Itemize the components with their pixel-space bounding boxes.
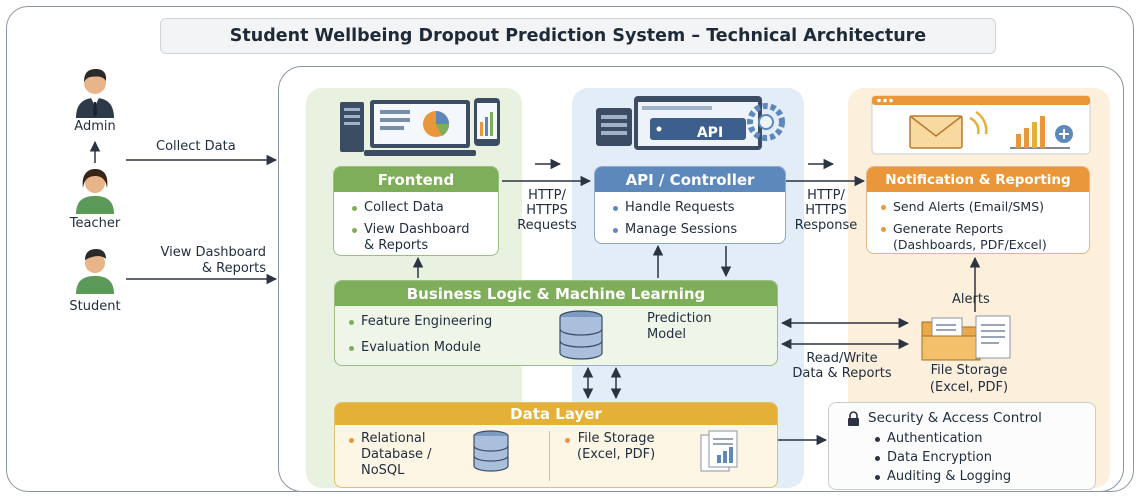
list-item: Auditing & Logging [875,469,1011,485]
student-label: Student [69,299,121,314]
lock-icon [848,410,859,426]
list-item: Evaluation Module [349,340,492,356]
prediction-model-label: Prediction Model [647,311,712,342]
data-layer-divider [549,431,550,481]
http-requests-label: HTTP/ HTTPS Requests [517,188,577,233]
api-controller-box: API / Controller Handle Requests Manage … [594,166,786,244]
relational-db-item: Relational Database / NoSQL [349,431,432,479]
business-logic-box: Business Logic & Machine Learning Featur… [334,280,778,366]
diagram-title: Student Wellbeing Dropout Prediction Sys… [160,18,996,54]
data-layer-header: Data Layer [335,403,777,425]
admin-label: Admin [74,119,116,134]
alerts-label: Alerts [952,292,990,307]
frontend-computer-icon [340,98,500,156]
security-list: Authentication Data Encryption Auditing … [875,431,1011,488]
list-item: Send Alerts (Email/SMS) [881,199,1085,215]
security-box: Security & Access Control Authentication… [828,402,1096,490]
frontend-list: Collect Data View Dashboard & Reports [334,192,498,254]
file-storage-item: File Storage (Excel, PDF) [565,431,655,463]
list-item: Collect Data [352,200,492,216]
notification-reporting-header: Notification & Reporting [867,167,1089,192]
view-dashboard-flow-label: View Dashboard & Reports [160,245,266,276]
frontend-box: Frontend Collect Data View Dashboard & R… [333,166,499,256]
admin-icon [76,69,114,118]
frontend-header: Frontend [334,167,498,192]
list-item: Generate Reports(Dashboards, PDF/Excel) [881,221,1085,253]
list-item: Handle Requests [613,200,779,216]
list-item: View Dashboard & Reports [352,222,492,254]
security-title-row: Security & Access Control [847,410,1042,426]
api-controller-header: API / Controller [595,167,785,192]
list-item: Authentication [875,431,1011,447]
file-storage-folder-icon [921,315,1011,361]
collect-data-flow-label: Collect Data [156,139,236,154]
api-server-icon [596,96,785,150]
read-write-label: Read/Write Data & Reports [792,351,892,381]
api-controller-list: Handle Requests Manage Sessions [595,192,785,238]
file-storage-label: File Storage (Excel, PDF) [929,363,1009,395]
http-response-label: HTTP/ HTTPS Response [794,188,858,233]
list-item: Manage Sessions [613,222,779,238]
business-logic-list: Feature Engineering Evaluation Module [349,314,492,362]
notification-reporting-box: Notification & Reporting Send Alerts (Em… [866,166,1090,254]
api-badge: API [696,125,724,141]
business-logic-header: Business Logic & Machine Learning [335,281,777,306]
list-item: Feature Engineering [349,314,492,330]
notification-list: Send Alerts (Email/SMS) Generate Reports… [867,192,1089,253]
student-icon [76,249,114,294]
system-boundary [278,66,1124,492]
list-item: Data Encryption [875,450,1011,466]
security-header: Security & Access Control [868,410,1042,426]
file-report-icon [700,430,738,472]
teacher-label: Teacher [69,216,121,231]
relational-db-icon [473,430,509,472]
data-layer-box: Data Layer Relational Database / NoSQL F… [334,402,778,488]
ml-database-icon [559,310,603,360]
teacher-icon [76,169,114,214]
notification-window-icon [871,95,1091,155]
